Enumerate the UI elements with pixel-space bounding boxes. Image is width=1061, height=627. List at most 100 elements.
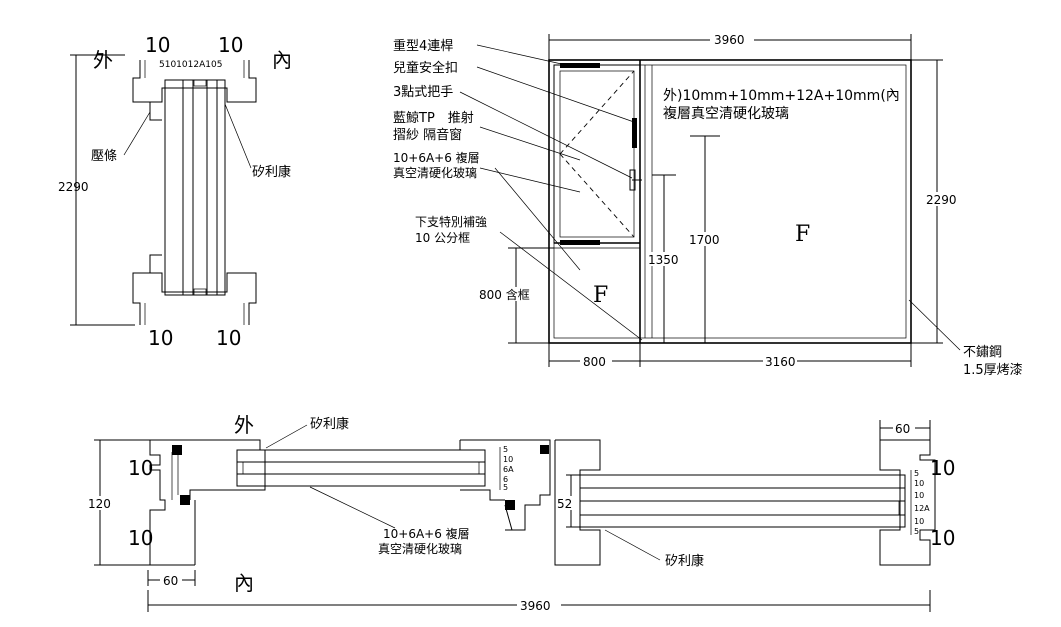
plan-inside: 內 xyxy=(234,571,254,595)
spacer xyxy=(898,500,906,516)
top-dim-left: 10 xyxy=(145,33,170,57)
height-800: 800 含框 xyxy=(479,287,530,302)
total-height: 2290 xyxy=(926,193,957,207)
bead-bottom xyxy=(149,254,162,273)
silicone-bottom-label: 矽利康 xyxy=(665,553,704,569)
layer-dim: 5 xyxy=(914,527,919,536)
gasket-center xyxy=(540,445,549,454)
plan-total-width: 3960 xyxy=(520,599,551,613)
elevation: 3960 2290 800 3160 1700 1350 800 含框 F F xyxy=(393,32,1023,378)
callout-glass-2: 真空清硬化玻璃 xyxy=(393,166,477,180)
callout-leader xyxy=(499,231,643,341)
left-frame-bottom xyxy=(150,500,196,566)
fixed-pane-left: F xyxy=(593,283,608,308)
silicone-top-label: 矽利康 xyxy=(310,416,349,432)
layer-dim: 6A xyxy=(503,465,514,474)
mask xyxy=(86,496,114,510)
callout-leader xyxy=(494,167,581,271)
sash-glass xyxy=(559,70,635,238)
sash-glass-inner xyxy=(236,473,486,487)
callout-handle: 3點式把手 xyxy=(393,85,453,100)
right-width: 3160 xyxy=(765,355,796,369)
silicone-label: 矽利康 xyxy=(252,164,291,180)
spacer xyxy=(478,461,486,475)
fixed-glass-outer xyxy=(579,474,906,489)
silicone-leader xyxy=(224,103,252,169)
silicone-top-leader xyxy=(265,424,308,449)
frame-note-leader xyxy=(908,299,961,351)
spacer-bottom xyxy=(193,288,207,296)
layer-dim: 10 xyxy=(914,491,924,500)
glass-depth: 52 xyxy=(557,497,572,511)
left-frame-top xyxy=(150,439,266,500)
layer-dim: 5 xyxy=(503,483,508,492)
glass-pane-outer xyxy=(164,79,184,296)
opening-line xyxy=(559,153,635,238)
plan-glass-label-2: 真空清硬化玻璃 xyxy=(378,542,462,556)
glass-air-gap-2 xyxy=(206,79,218,296)
frame-note-2: 1.5厚烤漆 xyxy=(963,362,1023,378)
layer-dim: 10 xyxy=(914,479,924,488)
height-1700: 1700 xyxy=(689,233,720,247)
layer-dim: 5 xyxy=(503,445,508,454)
spacer-top xyxy=(193,79,207,87)
frame-note-1: 不鏽鋼 xyxy=(963,345,1002,360)
right-ten-top: 10 xyxy=(930,456,955,480)
mask xyxy=(647,252,681,266)
center-frame xyxy=(459,439,551,531)
callout-glass-1: 10+6A+6 複層 xyxy=(393,150,480,165)
frame-right-width: 60 xyxy=(895,422,910,436)
silicone-bottom-leader xyxy=(604,529,661,561)
mask xyxy=(160,573,182,587)
callout-hinge: 重型4連桿 xyxy=(393,38,453,54)
bottom-dim-left: 10 xyxy=(148,326,173,350)
sash-air-gap xyxy=(236,461,486,475)
callout-screen: 摺紗 隔音窗 xyxy=(393,127,462,143)
frame-left-width: 60 xyxy=(163,574,178,588)
bottom-frame-profile xyxy=(132,272,257,325)
plan-glass-label-1: 10+6A+6 複層 xyxy=(383,526,470,541)
layer-dim: 6 xyxy=(503,475,508,484)
top-frame-profile xyxy=(132,60,257,103)
sash-frame xyxy=(553,64,641,244)
right-ten-bottom: 10 xyxy=(930,526,955,550)
plan-outside: 外 xyxy=(234,413,254,437)
hinge-top xyxy=(560,63,600,68)
callout-leader xyxy=(479,126,581,161)
hinge-bottom xyxy=(560,240,600,245)
width-dim-mask xyxy=(710,32,754,46)
plan-glass-leader xyxy=(309,486,396,529)
mask xyxy=(478,287,538,301)
bead-leader xyxy=(123,111,151,156)
inside-label: 內 xyxy=(272,48,292,72)
depth-label: 120 xyxy=(88,497,111,511)
fixed-glass-inner xyxy=(579,514,906,528)
top-dim-right: 10 xyxy=(218,33,243,57)
callout-leader xyxy=(476,44,567,66)
fixed-air-gap xyxy=(579,500,906,516)
bead-label: 壓條 xyxy=(91,149,117,164)
callout-reinforce-1: 下支特別補強 xyxy=(415,214,487,229)
mask xyxy=(763,354,797,368)
handle-profile xyxy=(504,504,525,531)
mask xyxy=(517,598,561,612)
right-right-frame xyxy=(879,439,936,566)
callout-brand: 藍鯨TP 推射 xyxy=(393,110,474,126)
total-width: 3960 xyxy=(714,33,745,47)
layer-dim: 12A xyxy=(914,504,930,513)
sash-glass-outer xyxy=(236,449,486,463)
layer-dim: 5 xyxy=(914,469,919,478)
glass-note-2: 複層真空清硬化玻璃 xyxy=(663,105,789,122)
callout-leader xyxy=(459,91,633,179)
glass-air-gap xyxy=(182,79,194,296)
outer-frame xyxy=(548,59,912,344)
mask xyxy=(688,232,722,246)
callout-reinforce-2: 10 公分框 xyxy=(415,231,470,245)
mask xyxy=(893,421,915,435)
plan-section: 外 內 矽利康 10+6A+6 複層 真空清硬化玻璃 矽利康 120 10 10… xyxy=(86,413,955,613)
glass-note-1: 外)10mm+10mm+12A+10mm(內 xyxy=(663,88,900,104)
height-1350: 1350 xyxy=(648,253,679,267)
layer-dim: 10 xyxy=(503,455,513,464)
fixed-pane-right: F xyxy=(795,222,810,247)
